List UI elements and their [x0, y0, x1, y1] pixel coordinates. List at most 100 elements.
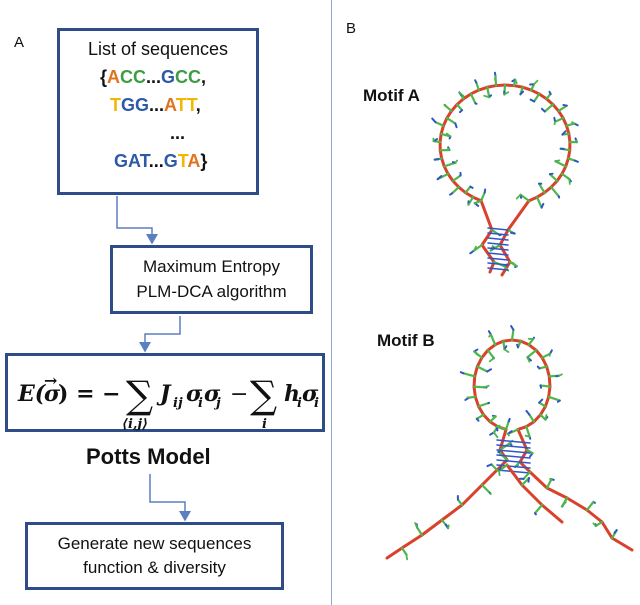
rna-bond	[431, 117, 437, 124]
sequence-list-box: List of sequences {ACC...GCC, TGG...ATT,…	[57, 28, 259, 195]
rna-bond	[545, 478, 553, 490]
motif-b-label: Motif B	[377, 331, 435, 350]
rna-bond	[526, 356, 531, 363]
rna-bond	[454, 122, 458, 129]
rna-bond	[610, 536, 634, 552]
rna-bond	[548, 173, 559, 182]
connector-arrow-3	[149, 474, 191, 522]
rna-bond	[536, 365, 541, 370]
rna-bond	[557, 104, 568, 113]
rna-bond	[486, 86, 491, 99]
rna-bond	[487, 232, 509, 236]
sequence-glyph: C	[175, 67, 189, 87]
sequence-glyph: T	[177, 151, 188, 171]
algorithm-line-2: PLM-DCA algorithm	[136, 282, 287, 301]
rna-bond	[538, 365, 548, 370]
rna-bond	[487, 262, 509, 266]
rna-bond	[543, 395, 551, 408]
rna-bond	[505, 463, 524, 487]
rna-bond	[472, 385, 486, 389]
rna-bond	[486, 343, 497, 352]
rna-bond	[527, 450, 534, 455]
rna-bond	[519, 193, 531, 202]
rna-bond	[561, 501, 567, 508]
rna-bond	[475, 417, 480, 422]
rna-bond	[420, 518, 444, 537]
rna-bond	[385, 546, 404, 560]
rna-bond	[507, 417, 511, 423]
rna-bond	[533, 92, 541, 103]
sequence-glyph: C	[133, 67, 147, 87]
generate-line-1: Generate new sequences	[57, 534, 252, 553]
rna-bond	[560, 172, 571, 181]
rna-bond	[540, 503, 564, 524]
rna-bond	[535, 196, 543, 209]
equation-minus: −	[230, 382, 248, 407]
sequence-line-1: {ACC...GCC,	[100, 67, 206, 88]
rna-bond	[554, 159, 561, 163]
rna-bond	[527, 337, 535, 346]
term-sigma-j-sub: j	[213, 396, 221, 411]
sequence-glyph: {	[100, 67, 108, 87]
rna-bond	[495, 424, 501, 428]
energy-equation: E( σ → ) = − ∑ ⟨i,j⟩ J ij σ i σ j − ∑ i …	[17, 371, 319, 432]
rna-bond	[469, 92, 477, 105]
rna-bond	[414, 522, 418, 529]
generate-line-2: function & diversity	[83, 558, 226, 577]
rna-bond	[475, 413, 485, 420]
rna-bond	[493, 431, 499, 439]
panel-a-label: A	[14, 34, 25, 51]
rna-bond	[573, 159, 579, 163]
rna-bond	[585, 500, 595, 512]
rna-bond	[474, 79, 478, 84]
rna-bond	[545, 365, 551, 378]
rna-bond	[516, 427, 529, 452]
summation-1-icon: ∑	[126, 373, 153, 417]
sequence-glyph: ...	[146, 67, 162, 87]
rna-bond	[533, 79, 539, 86]
rna-bond	[496, 464, 531, 469]
rna-bond	[415, 526, 424, 537]
rna-bond	[528, 413, 536, 423]
rna-bond	[477, 401, 491, 408]
rna-bond	[545, 92, 552, 100]
sequence-glyph: T	[139, 151, 149, 171]
rna-bond	[487, 247, 509, 251]
rna-bond	[483, 94, 491, 99]
rna-bond	[516, 343, 520, 349]
panel-b-label: B	[346, 20, 357, 37]
rna-bond	[480, 483, 492, 495]
sequence-glyph: }	[200, 151, 208, 171]
energy-equation-box: E( σ → ) = − ∑ ⟨i,j⟩ J ij σ i σ j − ∑ i …	[5, 353, 325, 432]
potts-model-label: Potts Model	[86, 444, 211, 469]
sequence-glyph: ,	[195, 95, 201, 115]
sequence-line-2: TGG...ATT,	[110, 95, 201, 116]
rna-bond	[496, 444, 531, 449]
sequence-line-ellipsis: ...	[170, 123, 185, 144]
sequence-list-title: List of sequences	[87, 39, 229, 59]
sequence-glyph: A	[187, 151, 201, 171]
sequence-glyph: G	[114, 151, 129, 171]
sequence-glyph: G	[163, 151, 178, 171]
rna-bond	[436, 175, 443, 181]
rna-bond	[538, 401, 547, 408]
algorithm-box: Maximum Entropy PLM-DCA algorithm	[110, 245, 313, 314]
rna-bond	[473, 395, 481, 408]
rna-bond	[519, 90, 525, 96]
panel-divider	[331, 0, 332, 605]
rna-bond	[487, 227, 509, 231]
rna-bond	[443, 104, 453, 113]
rna-bond	[554, 160, 567, 168]
rna-bond	[543, 103, 555, 113]
rna-bond	[567, 157, 576, 162]
sum1-subscript: ⟨i,j⟩	[122, 417, 148, 432]
rna-bond	[539, 384, 543, 389]
equation-lhs-e: E(	[17, 381, 47, 407]
rna-bond	[556, 399, 561, 403]
equation-lhs-sigma: σ	[44, 381, 61, 407]
rna-bond	[515, 193, 522, 200]
rna-bond	[565, 496, 589, 512]
rna-bond	[534, 512, 537, 516]
motif-a-structure	[431, 71, 579, 277]
rna-bond	[565, 122, 576, 127]
